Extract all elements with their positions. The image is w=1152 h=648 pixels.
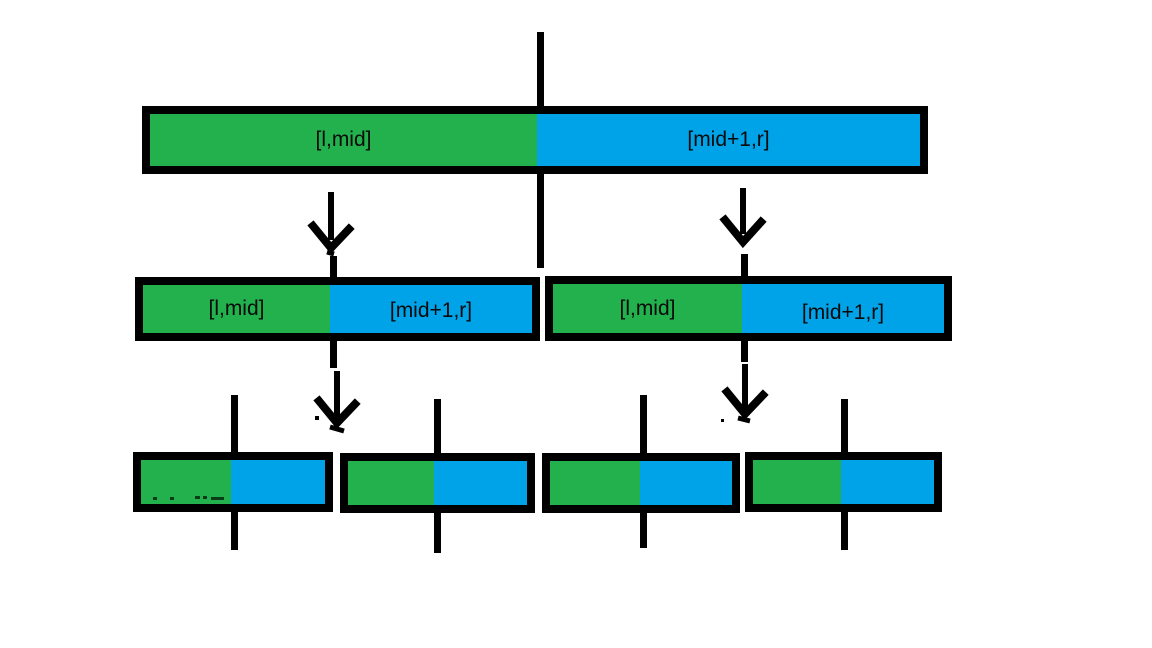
bottom-bar-2-right-segment bbox=[434, 461, 527, 505]
stray-ink-dot bbox=[721, 419, 724, 422]
mid-left-bar-right-segment: [mid+1,r] bbox=[330, 285, 532, 333]
down-arrow-icon bbox=[303, 190, 359, 266]
erased-text-remnant bbox=[195, 496, 200, 499]
segment-label: [l,mid] bbox=[619, 296, 676, 320]
top-bar: [l,mid] [mid+1,r] bbox=[142, 106, 928, 174]
bottom-bar-1-left-segment bbox=[141, 460, 231, 504]
down-arrow-icon bbox=[715, 186, 771, 256]
bottom-bar-3-left-segment bbox=[550, 461, 640, 505]
bottom-bar-2 bbox=[340, 453, 535, 513]
mid-left-bar: [l,mid] [mid+1,r] bbox=[135, 277, 540, 341]
segment-label: [l,mid] bbox=[208, 297, 265, 320]
bottom-bar-4 bbox=[745, 452, 942, 512]
mid-right-bar-right-segment: [mid+1,r] bbox=[742, 284, 944, 333]
stray-ink-dot bbox=[315, 416, 319, 420]
erased-text-remnant bbox=[211, 497, 224, 500]
segment-label: [mid+1,r] bbox=[389, 299, 473, 322]
segment-label: [l,mid] bbox=[315, 128, 372, 151]
segment-label: [mid+1,r] bbox=[687, 128, 770, 151]
bottom-bar-3 bbox=[542, 453, 740, 513]
bottom-bar-1 bbox=[133, 452, 333, 512]
mid-right-bar: [l,mid] [mid+1,r] bbox=[545, 276, 952, 341]
mid-left-bar-left-segment: [l,mid] bbox=[143, 285, 330, 333]
bottom-bar-2-left-segment bbox=[348, 461, 434, 505]
bottom-bar-4-right-segment bbox=[841, 460, 934, 504]
erased-text-remnant bbox=[170, 497, 174, 500]
segment-label: [mid+1,r] bbox=[801, 300, 885, 324]
top-bar-right-segment: [mid+1,r] bbox=[537, 114, 920, 166]
bottom-bar-3-right-segment bbox=[640, 461, 732, 505]
erased-text-remnant bbox=[203, 496, 207, 499]
erased-text-remnant bbox=[153, 497, 157, 500]
down-arrow-icon bbox=[310, 371, 366, 443]
bottom-bar-4-left-segment bbox=[753, 460, 841, 504]
bottom-bar-1-right-segment bbox=[231, 460, 325, 504]
mid-right-bar-left-segment: [l,mid] bbox=[553, 284, 742, 333]
down-arrow-icon bbox=[718, 364, 774, 434]
top-bar-left-segment: [l,mid] bbox=[150, 114, 537, 166]
